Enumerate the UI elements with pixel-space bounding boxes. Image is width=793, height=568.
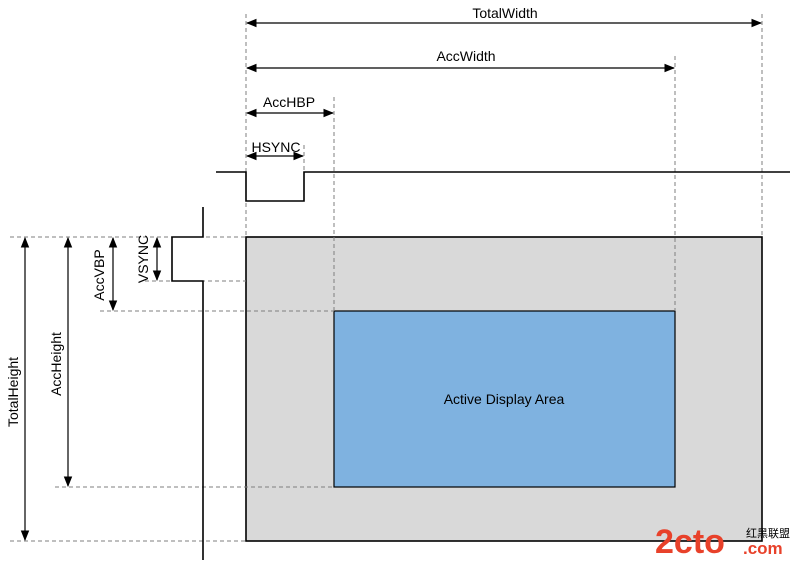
accheight-label: AccHeight	[48, 332, 64, 396]
active-display-area-label: Active Display Area	[444, 391, 565, 407]
watermark-logo: 2cto 红黑联盟 .com	[655, 523, 790, 561]
totalheight-label: TotalHeight	[5, 357, 21, 427]
accvbp-label: AccVBP	[91, 249, 107, 300]
accwidth-label: AccWidth	[436, 48, 495, 64]
hsync-label: HSYNC	[251, 139, 300, 155]
vsync-waveform	[171, 207, 204, 560]
watermark-cn-text: 红黑联盟	[746, 527, 790, 540]
totalwidth-label: TotalWidth	[472, 5, 537, 21]
active-display-area-rect	[333, 310, 676, 488]
hsync-waveform	[216, 171, 790, 202]
watermark-logo-text: 2cto	[655, 523, 725, 561]
watermark-domain-text: .com	[743, 539, 783, 558]
acchbp-label: AccHBP	[263, 94, 315, 110]
vsync-label: VSYNC	[135, 235, 151, 283]
